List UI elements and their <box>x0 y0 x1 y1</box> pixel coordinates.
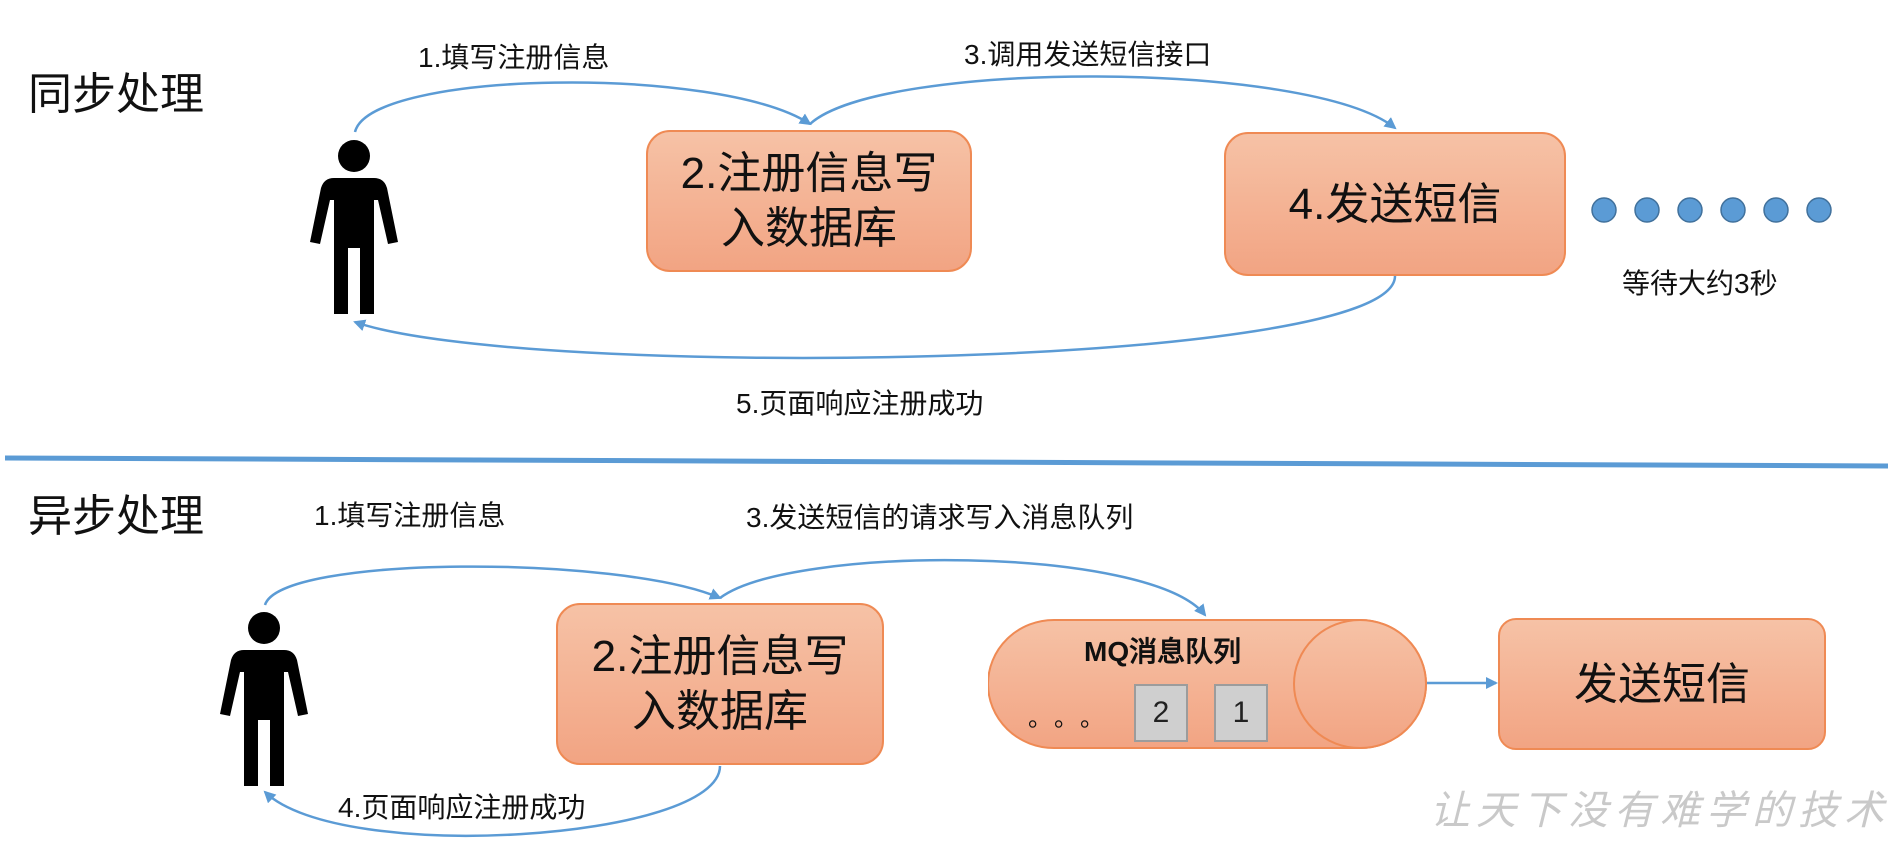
sync-arrow-1 <box>353 81 812 133</box>
waiting-dots <box>1591 197 1832 223</box>
wait-dot <box>1720 197 1746 223</box>
sync-db-write-box: 2.注册信息写 入数据库 <box>646 130 972 272</box>
sync-arrow-5 <box>353 275 1397 360</box>
async-step3-label: 3.发送短信的请求写入消息队列 <box>746 502 1134 533</box>
user-icon <box>220 612 308 786</box>
sync-title: 同步处理 <box>28 70 204 119</box>
watermark: 让天下没有难学的技术 <box>1430 788 1890 834</box>
async-step1-label: 1.填写注册信息 <box>314 500 506 531</box>
mq-queue-title: MQ消息队列 <box>1084 636 1242 667</box>
async-arrow-3 <box>719 558 1207 617</box>
sync-db-write-line2: 入数据库 <box>720 204 897 253</box>
async-db-write-line1: 2.注册信息写 <box>591 632 849 681</box>
sync-arrow-3 <box>809 75 1397 130</box>
user-icon <box>310 140 398 314</box>
sync-step1-label: 1.填写注册信息 <box>418 42 610 73</box>
queue-ellipsis: 。。。 <box>1028 705 1118 732</box>
wait-dot <box>1634 197 1660 223</box>
wait-dot <box>1763 197 1789 223</box>
mq-queue: MQ消息队列 。。。 2 1 <box>988 618 1428 750</box>
section-divider <box>4 455 1889 469</box>
sync-db-write-line1: 2.注册信息写 <box>680 149 938 198</box>
async-db-write-line2: 入数据库 <box>631 687 808 736</box>
async-db-write-box: 2.注册信息写 入数据库 <box>556 603 884 765</box>
async-send-sms-box: 发送短信 <box>1498 618 1826 750</box>
queue-message-item: 1 <box>1214 684 1268 742</box>
wait-dot <box>1591 197 1617 223</box>
wait-note: 等待大约3秒 <box>1622 268 1778 299</box>
sync-step3-label: 3.调用发送短信接口 <box>964 39 1212 70</box>
sync-step5-label: 5.页面响应注册成功 <box>736 388 984 419</box>
mq-queue-shape <box>988 619 1427 749</box>
async-title: 异步处理 <box>28 492 204 541</box>
sync-send-sms-label: 4.发送短信 <box>1288 179 1502 229</box>
async-step4-label: 4.页面响应注册成功 <box>338 792 586 823</box>
wait-dot <box>1677 197 1703 223</box>
queue-message-item: 2 <box>1134 684 1188 742</box>
async-arrow-4 <box>263 765 722 838</box>
sync-send-sms-box: 4.发送短信 <box>1224 132 1566 276</box>
async-arrow-1 <box>263 565 722 606</box>
wait-dot <box>1806 197 1832 223</box>
async-send-sms-label: 发送短信 <box>1574 659 1750 709</box>
